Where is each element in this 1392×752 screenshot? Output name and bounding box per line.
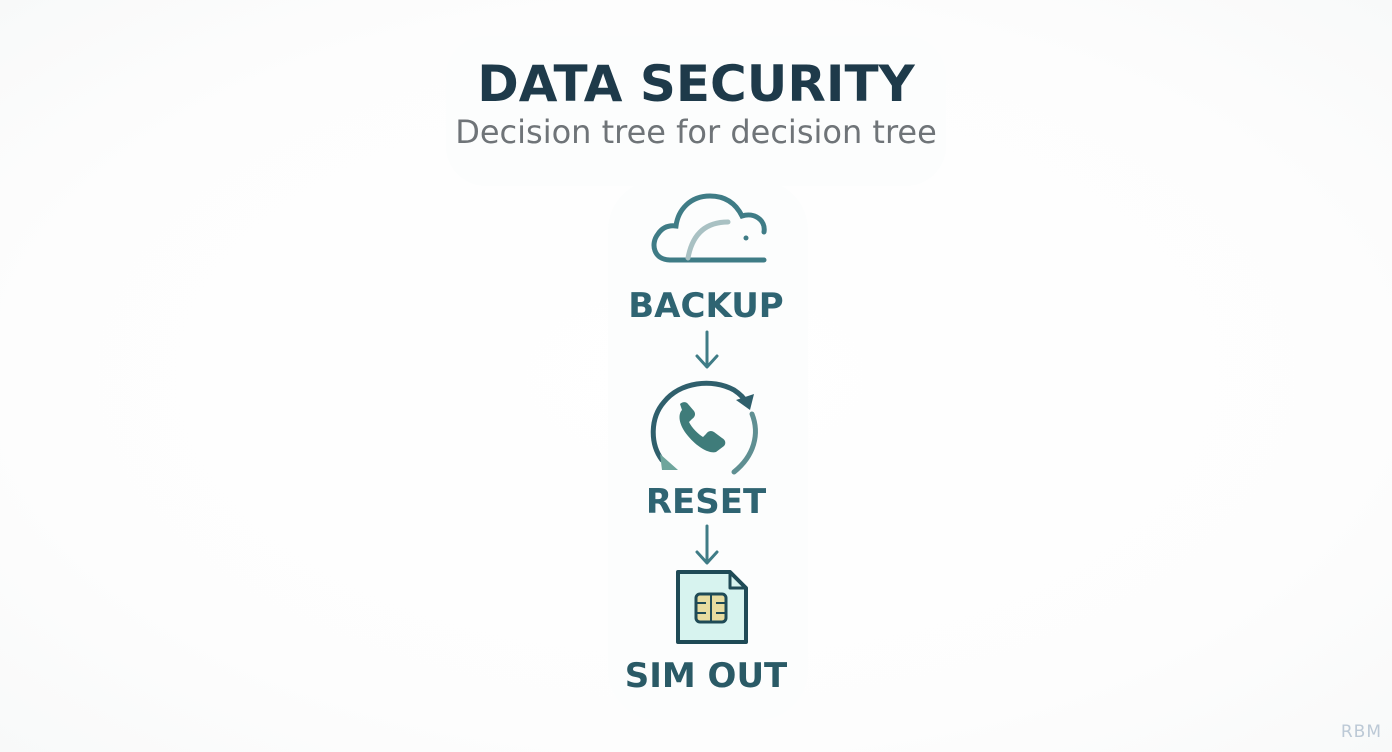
- phone-reset-icon: [650, 380, 758, 475]
- page-subtitle: Decision tree for decision tree: [455, 113, 937, 151]
- title-background: [446, 36, 946, 186]
- down-arrow-icon: [695, 330, 719, 369]
- step-label-backup: BACKUP: [628, 286, 784, 326]
- step-label-sim-out: SIM OUT: [624, 656, 788, 696]
- watermark: RBM: [1340, 722, 1382, 742]
- step-label-reset: RESET: [645, 482, 767, 522]
- cloud-icon: [651, 193, 767, 263]
- down-arrow-icon: [695, 524, 719, 565]
- sim-card-icon: [676, 570, 748, 644]
- page-title: DATA SECURITY: [477, 55, 915, 113]
